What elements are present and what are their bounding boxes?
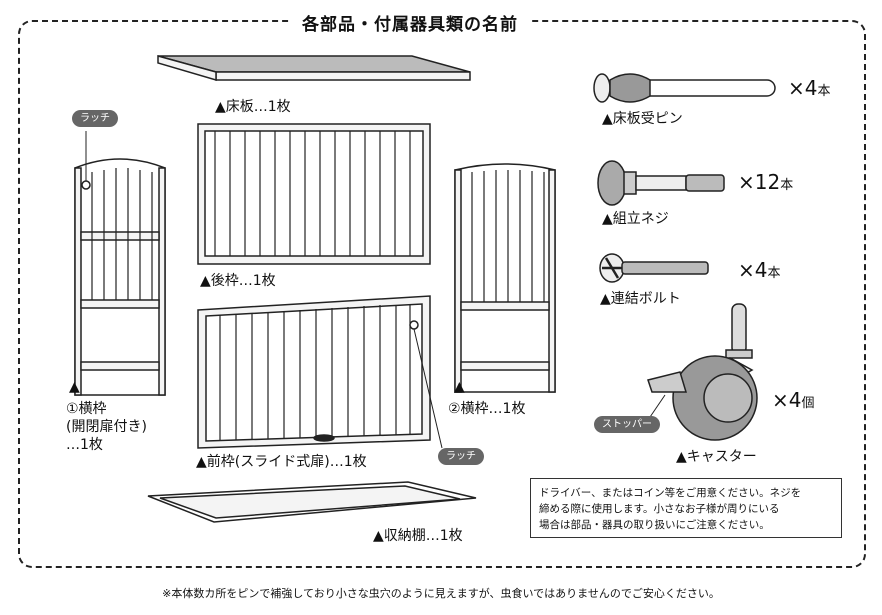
latch-tag-top: ラッチ bbox=[72, 110, 118, 127]
floorboard-pin-illustration bbox=[593, 73, 776, 103]
caster-illustration bbox=[647, 303, 758, 441]
screw-count: ×12本 bbox=[738, 170, 794, 194]
front-frame-illustration bbox=[197, 295, 431, 449]
diagram-title: 各部品・付属器具類の名前 bbox=[290, 10, 530, 35]
back-frame-illustration bbox=[197, 123, 431, 265]
side-frame-1-sublabel: (開閉扉付き) bbox=[66, 419, 147, 435]
side-frame-2-marker: ▲ bbox=[454, 379, 465, 395]
pin-label: ▲床板受ピン bbox=[602, 111, 683, 127]
front-frame-label: ▲前枠(スライド式扉)…1枚 bbox=[196, 454, 367, 470]
caution-note-line: ドライバー、またはコイン等をご用意ください。ネジを bbox=[539, 487, 802, 499]
footer-note: ※本体数カ所をピンで補強しており小さな虫穴のように見えますが、虫食いではありませ… bbox=[162, 587, 720, 600]
floorboard-label: ▲床板…1枚 bbox=[215, 99, 291, 115]
caution-note: ドライバー、またはコイン等をご用意ください。ネジを 締める際に使用します。小さな… bbox=[530, 478, 842, 538]
storage-shelf-label: ▲収納棚…1枚 bbox=[373, 528, 463, 544]
side-frame-1-illustration bbox=[74, 158, 166, 396]
back-frame-label: ▲後枠…1枚 bbox=[200, 273, 276, 289]
assembly-screw-illustration bbox=[597, 160, 725, 206]
side-frame-1-count: …1枚 bbox=[66, 437, 103, 453]
side-frame-1-label: ①横枠 bbox=[66, 401, 107, 417]
storage-shelf-illustration bbox=[147, 481, 477, 523]
bolt-label: ▲連結ボルト bbox=[600, 291, 681, 307]
side-frame-2-illustration bbox=[454, 163, 556, 393]
screw-label: ▲組立ネジ bbox=[602, 211, 669, 227]
floorboard-illustration bbox=[157, 55, 471, 82]
bolt-count: ×4本 bbox=[738, 258, 781, 282]
caution-note-line: 締める際に使用します。小さなお子様が周りにいる bbox=[539, 503, 780, 515]
side-frame-1-marker: ▲ bbox=[69, 379, 80, 395]
stopper-tag: ストッパー bbox=[594, 416, 660, 433]
pin-count: ×4本 bbox=[788, 76, 831, 100]
latch-tag-bottom: ラッチ bbox=[438, 448, 484, 465]
caster-count: ×4個 bbox=[772, 388, 815, 412]
caution-note-line: 場合は部品・器具の取り扱いにご注意ください。 bbox=[539, 519, 770, 531]
joint-bolt-illustration bbox=[599, 253, 709, 283]
caster-label: ▲キャスター bbox=[676, 449, 757, 465]
side-frame-2-label: ②横枠…1枚 bbox=[448, 401, 526, 417]
